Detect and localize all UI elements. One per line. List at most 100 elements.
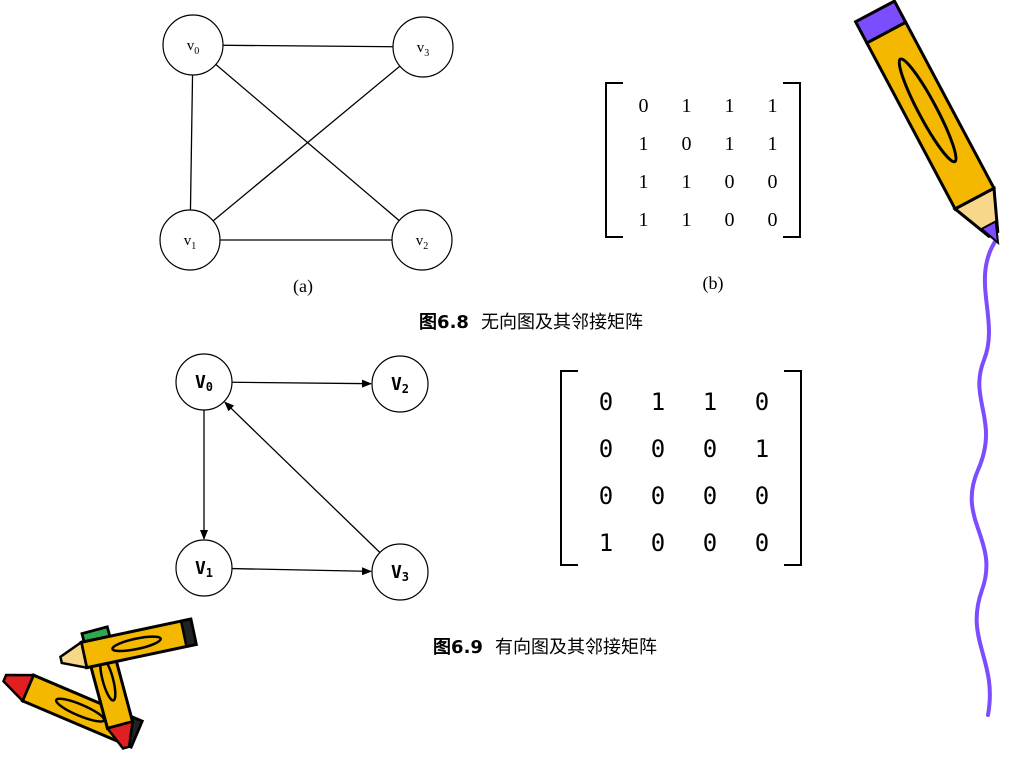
node-letter: v [417, 40, 425, 56]
node-v2: V2 [371, 355, 429, 413]
node-subscript: 2 [402, 382, 409, 396]
matrix-cell-r0-c1: 1 [650, 387, 666, 416]
node-v0: V0 [175, 353, 233, 411]
matrix-left-bracket [560, 370, 578, 566]
matrix-cell-r1-c2: 0 [702, 434, 718, 463]
node-subscript: 1 [191, 241, 196, 252]
crayon-tip [2, 673, 36, 704]
figure-caption-6-8: 图6.8 无向图及其邻接矩阵 [419, 308, 643, 334]
node-circle [159, 209, 221, 271]
matrix-cell-r3-c0: 1 [638, 208, 649, 231]
matrix-cell-r2-c2: 0 [702, 481, 718, 510]
crayon-orange [59, 617, 199, 670]
node-circle [371, 543, 429, 601]
matrix-cell-r3-c3: 0 [767, 208, 778, 231]
arc-1-3 [231, 567, 373, 576]
node-subscript: 0 [206, 380, 213, 394]
subfigure-label-b: (b) [702, 273, 724, 293]
matrix-cell-r1-c3: 1 [767, 132, 778, 155]
matrix-cell-r2-c0: 0 [598, 481, 614, 510]
matrix-cell-r0-c1: 1 [681, 94, 692, 117]
node-v1: v1 [159, 209, 221, 271]
matrix-cell-r2-c2: 0 [724, 170, 735, 193]
matrix-cell-r3-c2: 0 [724, 208, 735, 231]
matrix-cell-r2-c1: 1 [681, 170, 692, 193]
crayons-clipart [2, 617, 199, 750]
node-subscript: 2 [423, 241, 428, 252]
node-label: V3 [391, 562, 409, 584]
subfigure-label-a: (a) [293, 276, 313, 296]
node-circle [391, 209, 453, 271]
matrix-left-bracket [605, 82, 623, 238]
node-subscript: 0 [194, 46, 199, 57]
node-label: v0 [187, 38, 200, 57]
edge-0-3 [192, 44, 424, 48]
node-letter: V [391, 562, 402, 583]
caption-number: 图6.9 [433, 637, 483, 658]
node-v0: v0 [162, 14, 224, 76]
node-subscript: 1 [206, 566, 213, 580]
node-letter: v [184, 233, 192, 249]
pencil-clipart [853, 0, 1000, 246]
node-letter: V [391, 374, 402, 395]
adjacency-matrix-directed: 0 1 1 0 0 0 0 1 0 0 0 0 1 0 0 0 [560, 370, 802, 566]
matrix-cell-r0-c0: 0 [598, 387, 614, 416]
node-circle [175, 539, 233, 597]
matrix-cell-r1-c1: 0 [681, 132, 692, 155]
matrix-cell-r0-c2: 1 [724, 94, 735, 117]
matrix-cell-r3-c0: 1 [598, 528, 614, 557]
node-label: V2 [391, 374, 409, 396]
matrix-cell-r2-c0: 1 [638, 170, 649, 193]
matrix-cell-r1-c1: 0 [650, 434, 666, 463]
node-label: v1 [184, 233, 197, 252]
matrix-cell-r2-c3: 0 [754, 481, 770, 510]
crayon-tip [105, 719, 135, 750]
matrix-cell-r0-c2: 1 [702, 387, 718, 416]
crayon-stripe [111, 635, 162, 653]
decorations [2, 0, 1000, 750]
node-v2: v2 [391, 209, 453, 271]
matrix-cell-r0-c3: 0 [754, 387, 770, 416]
matrix-cell-r1-c3: 1 [754, 434, 770, 463]
pencil-stripe [897, 57, 958, 164]
matrix-cell-r1-c0: 0 [598, 434, 614, 463]
caption-number: 图6.8 [419, 312, 469, 333]
matrix-right-bracket [784, 370, 802, 566]
arc-3-0 [224, 401, 381, 553]
arc-0-2 [231, 379, 373, 388]
node-letter: V [195, 372, 206, 393]
node-label: v3 [417, 40, 430, 59]
matrix-cell-r3-c1: 0 [650, 528, 666, 557]
matrix-cell-r1-c2: 1 [724, 132, 735, 155]
crayon-body [79, 617, 199, 670]
matrix-cell-r2-c1: 0 [650, 481, 666, 510]
edge-0-1 [189, 44, 194, 241]
matrix-cell-r2-c3: 0 [767, 170, 778, 193]
matrix-cell-r1-c0: 1 [638, 132, 649, 155]
edge-3-1 [189, 46, 424, 241]
matrix-cell-r0-c0: 0 [638, 94, 649, 117]
node-subscript: 3 [402, 570, 409, 584]
matrix-cell-r3-c3: 0 [754, 528, 770, 557]
pencil-lead [979, 219, 1000, 246]
pencil-body [864, 20, 997, 211]
node-letter: v [187, 38, 195, 54]
wavy-line-decoration [969, 238, 998, 717]
node-letter: V [195, 558, 206, 579]
node-v3: V3 [371, 543, 429, 601]
node-circle [162, 14, 224, 76]
caption-title: 无向图及其邻接矩阵 [480, 312, 643, 333]
node-label: V1 [195, 558, 213, 580]
node-subscript: 3 [424, 48, 429, 59]
matrix-cells: 0 1 1 0 0 0 0 1 0 0 0 0 1 0 0 0 [580, 378, 788, 566]
caption-title: 有向图及其邻接矩阵 [494, 637, 657, 658]
matrix-cell-r3-c2: 0 [702, 528, 718, 557]
matrix-right-bracket [783, 82, 801, 238]
node-circle [175, 353, 233, 411]
crayon-end [179, 617, 198, 648]
node-circle [392, 16, 454, 78]
